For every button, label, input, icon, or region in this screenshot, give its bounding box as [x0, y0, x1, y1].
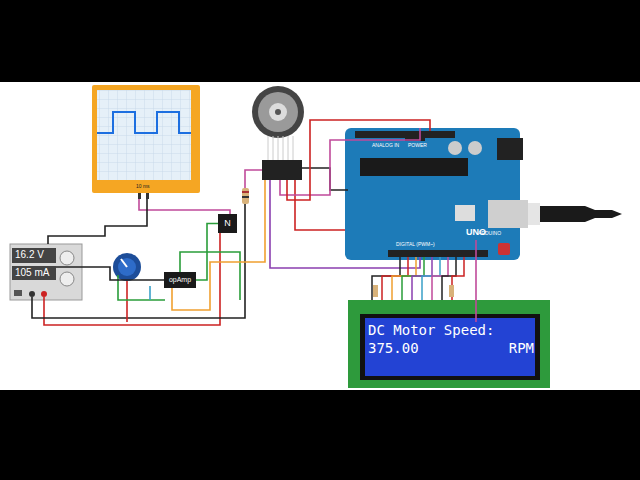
node-text: 375.00 — [368, 340, 419, 358]
board-label: DIGITAL (PWM~) — [396, 241, 435, 247]
dc-motor — [252, 86, 304, 138]
transistor-symbol: N — [218, 214, 237, 233]
oscilloscope — [92, 85, 200, 193]
power-supply-display: 16.2 V 105 mA — [12, 248, 56, 286]
lcd-text-area: DC Motor Speed:375.00 RPM — [368, 322, 534, 374]
wires — [32, 120, 430, 325]
node-text: N — [224, 218, 231, 229]
board-label: POWER — [408, 142, 427, 148]
board-label: ANALOG IN — [372, 142, 399, 148]
power-supply — [10, 244, 82, 300]
board-label: ARDUINO — [478, 230, 501, 236]
lcd-board — [348, 300, 550, 388]
usb-cable — [540, 206, 622, 222]
scope-screen — [97, 90, 191, 180]
wire-connector — [196, 224, 218, 281]
encoder-connector — [262, 160, 302, 180]
workspace — [0, 82, 640, 390]
usb-port — [488, 200, 528, 228]
square-wave — [97, 112, 191, 133]
wire-connector — [475, 240, 477, 322]
node-text: opAmp — [169, 276, 191, 285]
wire-connector — [56, 267, 164, 280]
arduino-board — [345, 128, 520, 260]
lcd-screen — [365, 318, 535, 376]
opamp-chip: opAmp — [164, 272, 196, 288]
node-text: 16.2 V — [12, 248, 56, 263]
resistor-symbol — [242, 188, 249, 204]
node-text: 105 mA — [12, 266, 56, 281]
node-text: RPM — [509, 340, 534, 358]
microcontroller-chip — [360, 158, 468, 176]
board-label: 10 ms — [136, 183, 150, 189]
node-text: DC Motor Speed: — [368, 322, 534, 340]
